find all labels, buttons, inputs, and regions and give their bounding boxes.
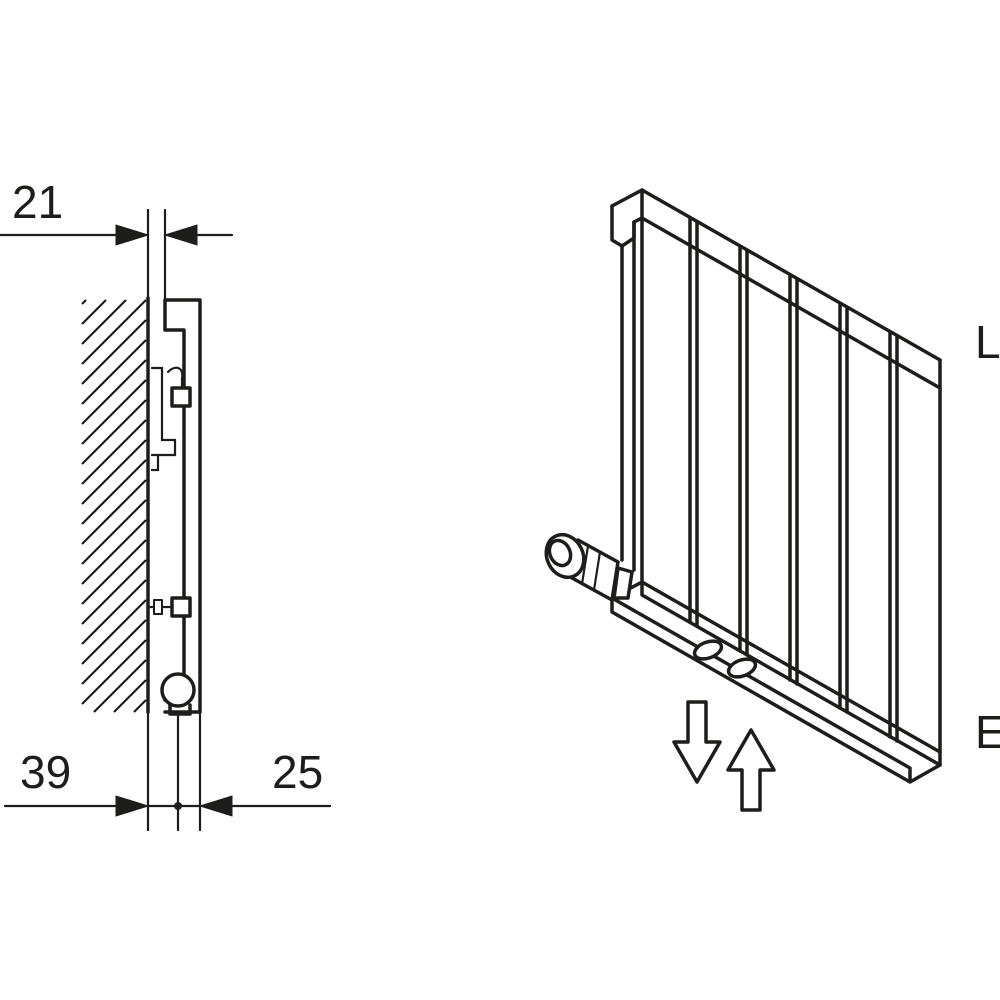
supply-return-arrows-icon [672, 700, 776, 812]
hatch-line [113, 679, 147, 713]
dim-arrow-bottom-right [198, 795, 233, 817]
dim-arrow-top-right [163, 224, 198, 246]
hatch-line [81, 299, 107, 325]
side-view: 21 39 25 [0, 176, 332, 832]
hatch-line [81, 519, 147, 585]
perspective-view: L E [544, 188, 1000, 812]
hatch-line [81, 359, 147, 425]
hatch-line [81, 639, 147, 705]
hatch-line [81, 379, 147, 445]
panel-fins [688, 216, 899, 743]
hatch-line [81, 599, 147, 665]
dim-label-25: 25 [272, 746, 323, 798]
hatch-line [81, 299, 87, 305]
label-length: L [975, 316, 1000, 368]
hatch-line [81, 619, 147, 685]
hatch-line [81, 299, 127, 345]
upper-bracket [150, 366, 177, 472]
hatch-line [81, 339, 147, 405]
hatch-line [133, 699, 147, 713]
thermostatic-valve-icon [544, 532, 634, 602]
dim-arrow-bottom-left [115, 795, 150, 817]
hatch-line [81, 559, 147, 625]
connection-hole-1 [692, 639, 724, 661]
bottom-valve [160, 672, 196, 708]
hatch-line [81, 459, 147, 525]
dim-center-dot [174, 802, 182, 810]
hatch-line [81, 479, 147, 545]
wall-hatching [81, 299, 147, 713]
bracket-hook [166, 366, 184, 394]
hatch-line [81, 419, 147, 485]
hatch-line [93, 659, 147, 713]
lower-bracket-plate [153, 599, 163, 615]
label-connection: E [975, 706, 1000, 758]
lower-bracket-clip [170, 596, 192, 618]
hatch-line [81, 579, 147, 645]
hatch-line [81, 439, 147, 505]
dim-label-39: 39 [20, 746, 71, 798]
hatch-line [81, 299, 147, 365]
valve-stem [168, 703, 192, 716]
hatch-line [81, 399, 147, 465]
panel-back-lip [610, 204, 636, 248]
panel-left-side [620, 220, 636, 572]
dim-label-21: 21 [12, 176, 63, 228]
bracket-clip [170, 386, 192, 408]
hatch-line [81, 539, 147, 605]
dim-arrow-top-left [115, 224, 150, 246]
radiator-body-profile [163, 298, 202, 714]
hatch-line [81, 499, 147, 565]
hatch-line [81, 319, 147, 385]
connection-hole-2 [726, 657, 758, 679]
